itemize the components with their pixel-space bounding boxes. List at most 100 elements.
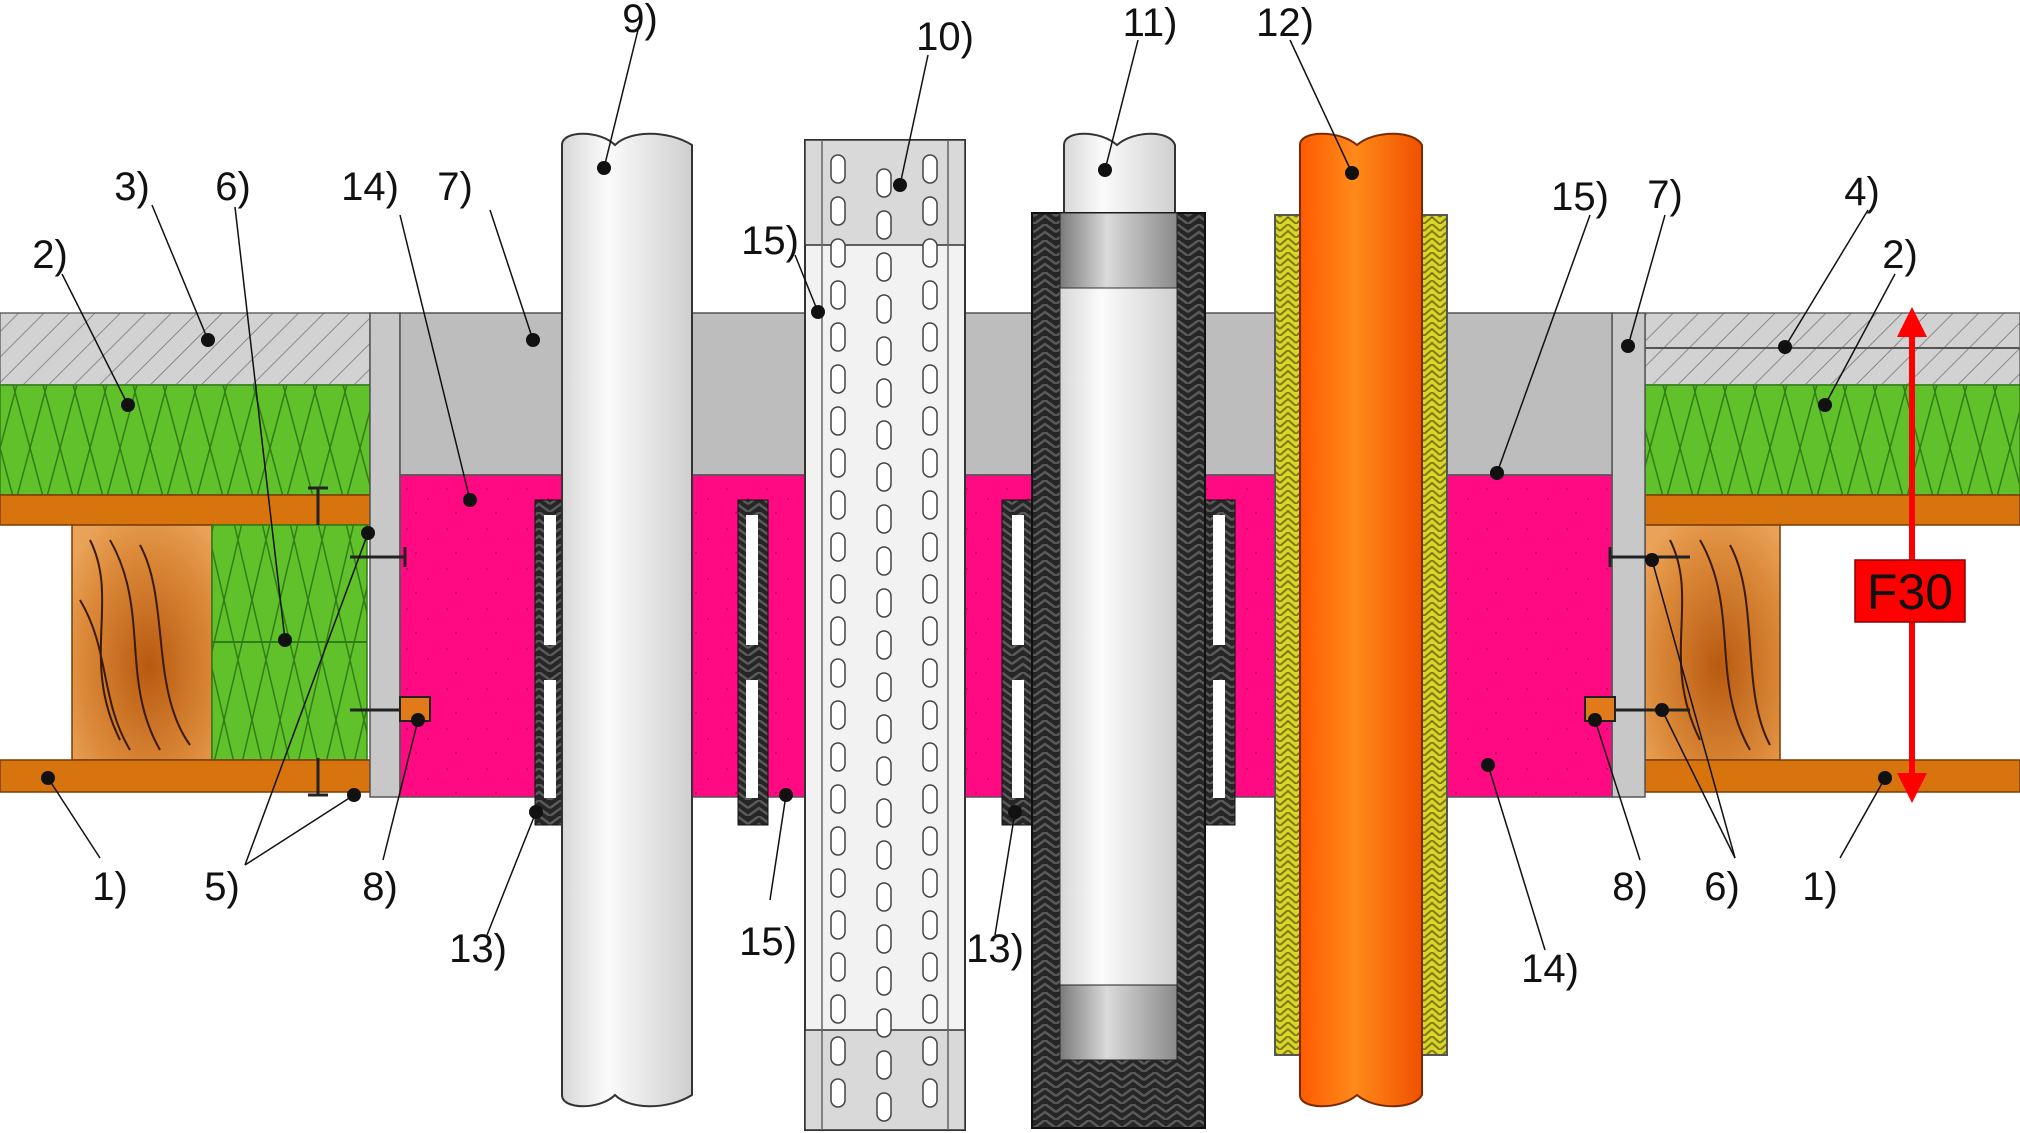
fire-rating-f30: F30	[1854, 307, 1966, 803]
pipe-11-insulated	[1031, 132, 1206, 1129]
label-1-right: 1)	[1802, 865, 1838, 909]
tray-slot	[876, 546, 892, 576]
tray-slot	[922, 616, 938, 646]
label-6-left: 6)	[215, 165, 251, 209]
tray-slot	[876, 378, 892, 408]
tray-slot	[922, 1078, 938, 1108]
tray-slot	[922, 280, 938, 310]
f30-box	[1854, 559, 1966, 623]
label-7-right: 7)	[1647, 173, 1683, 217]
label-15-top: 15)	[741, 219, 799, 263]
tray-slot	[876, 294, 892, 324]
tray-slot	[830, 1036, 846, 1066]
tray-slot	[876, 798, 892, 828]
left-wall	[0, 312, 401, 798]
tray-slot	[922, 322, 938, 352]
tray-slot	[830, 994, 846, 1024]
tray-slot	[922, 700, 938, 730]
label-10: 10)	[916, 15, 974, 59]
plug-8-left	[399, 696, 431, 722]
right-lower-batten-1	[1644, 759, 2020, 793]
right-timber-stud	[1644, 524, 1781, 761]
pipe-12-orange	[1274, 132, 1448, 1108]
label-14-right: 14)	[1521, 947, 1579, 991]
tray-slot	[922, 532, 938, 562]
left-insulation-layer-2	[0, 384, 371, 496]
tray-slot	[922, 952, 938, 982]
tray-slot	[876, 882, 892, 912]
label-3: 3)	[114, 165, 150, 209]
tray-slot	[830, 742, 846, 772]
tray-slot	[830, 322, 846, 352]
tray-slot	[922, 154, 938, 184]
left-wood-grain	[79, 539, 191, 751]
label-6-right: 6)	[1704, 865, 1740, 909]
tray-slot	[830, 196, 846, 226]
tray-slot	[876, 504, 892, 534]
label-14-left: 14)	[341, 165, 399, 209]
tray-slot	[830, 868, 846, 898]
tray-slot	[830, 574, 846, 604]
pipe-9-plastic	[561, 132, 693, 1108]
label-4: 4)	[1844, 170, 1880, 214]
tray-slot	[922, 364, 938, 394]
label-2-left: 2)	[32, 233, 68, 277]
tray-slot	[830, 1078, 846, 1108]
tray-slot	[922, 868, 938, 898]
tray-slot	[922, 910, 938, 940]
label-9: 9)	[622, 0, 658, 41]
tray-slot	[876, 1008, 892, 1038]
tray-slot	[922, 574, 938, 604]
tray-slot	[830, 406, 846, 436]
label-5: 5)	[204, 865, 240, 909]
tray-slots	[830, 154, 938, 1122]
tray-slot	[876, 840, 892, 870]
tray-slot	[876, 630, 892, 660]
tray-slot	[876, 168, 892, 198]
label-13-left: 13)	[449, 927, 507, 971]
tray-slot	[876, 588, 892, 618]
left-frame-board-7	[369, 312, 401, 798]
left-timber-stud	[71, 524, 213, 761]
tray-slot	[830, 910, 846, 940]
tray-slot	[922, 406, 938, 436]
tray-slot	[876, 462, 892, 492]
f30-text: F30	[1867, 564, 1953, 620]
tray-slot	[830, 784, 846, 814]
tray-slot	[830, 490, 846, 520]
tray-slot	[922, 1036, 938, 1066]
tray-slot	[876, 756, 892, 786]
label-12: 12)	[1256, 1, 1314, 45]
right-frame-board-7	[1611, 312, 1646, 798]
tray-slot	[876, 924, 892, 954]
leader-lines	[47, 29, 1896, 951]
tray-slot	[876, 1050, 892, 1080]
tray-slot	[876, 210, 892, 240]
leader-dots	[41, 161, 1892, 819]
tray-slot	[830, 154, 846, 184]
tray-slot	[922, 490, 938, 520]
tray-slot	[830, 658, 846, 688]
tray-slot	[922, 448, 938, 478]
tray-slot	[830, 238, 846, 268]
tray-slot	[922, 826, 938, 856]
tray-slot	[922, 238, 938, 268]
tray-slot	[830, 280, 846, 310]
tray-slot	[830, 952, 846, 982]
tray-slot	[922, 658, 938, 688]
tray-slot	[876, 252, 892, 282]
label-2-right: 2)	[1882, 233, 1918, 277]
tray-slot	[922, 994, 938, 1024]
tray-slot	[876, 966, 892, 996]
label-13-right: 13)	[966, 927, 1024, 971]
left-board-layer-3	[0, 312, 371, 386]
right-wall	[1611, 312, 2020, 798]
part-labels: 1) 1) 2) 2) 3) 4) 5) 6) 6) 7) 7) 8) 8) 9…	[32, 0, 1918, 991]
tray-slot	[876, 714, 892, 744]
tray-slot	[922, 742, 938, 772]
tray-slot	[922, 196, 938, 226]
label-11: 11)	[1123, 1, 1178, 45]
tray-slot	[830, 532, 846, 562]
tray-slot	[830, 616, 846, 646]
